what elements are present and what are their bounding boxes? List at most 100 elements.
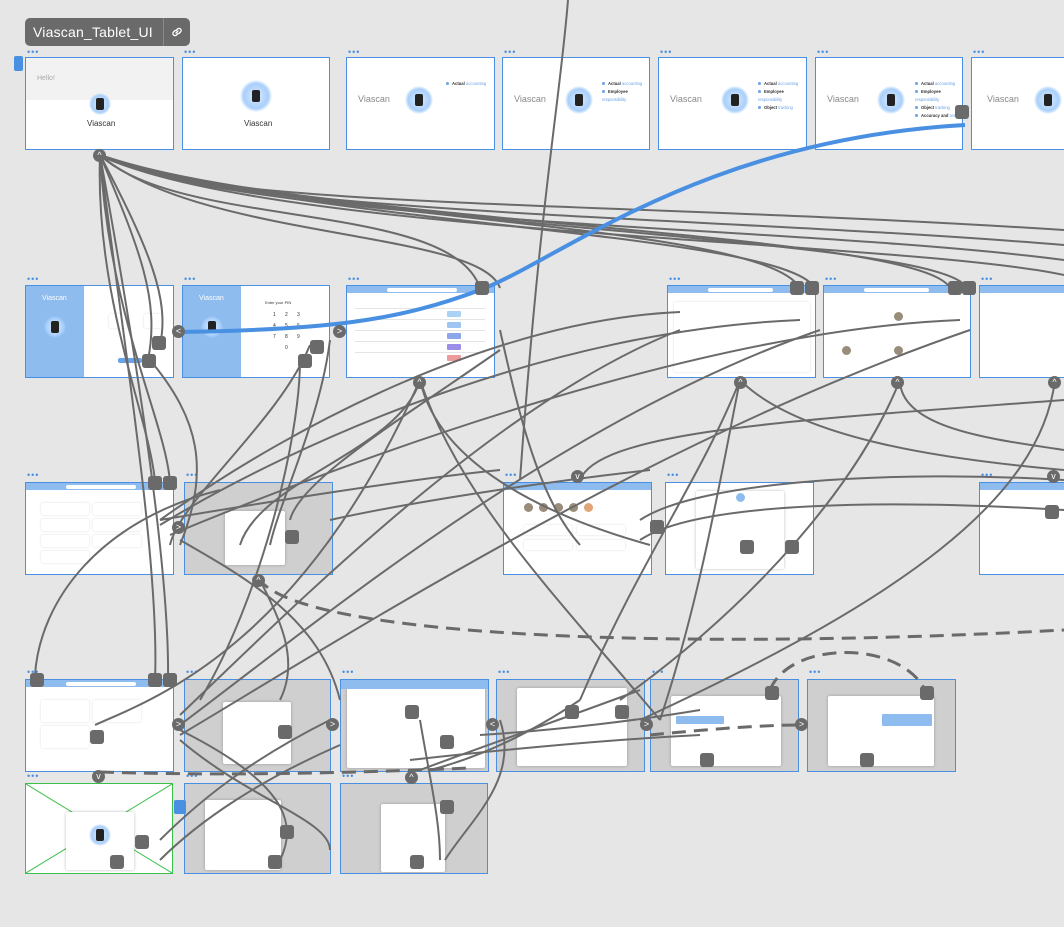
detail-panel[interactable] bbox=[696, 491, 784, 569]
link-node[interactable] bbox=[268, 855, 282, 869]
pin-key[interactable]: 7 bbox=[273, 334, 276, 340]
artboard-tasks[interactable] bbox=[25, 679, 174, 772]
artboard-person-detail[interactable] bbox=[665, 482, 814, 575]
link-node[interactable] bbox=[410, 855, 424, 869]
link-node[interactable] bbox=[765, 686, 779, 700]
link-node[interactable] bbox=[30, 673, 44, 687]
dialog[interactable] bbox=[517, 688, 627, 766]
artboard-dashboard-1[interactable] bbox=[667, 285, 816, 378]
artboard-form[interactable] bbox=[340, 679, 489, 772]
link-node[interactable] bbox=[860, 753, 874, 767]
artboard-menu-icon[interactable]: ••• bbox=[809, 667, 822, 677]
dialog[interactable] bbox=[828, 696, 934, 766]
chevron-up-icon[interactable]: ^ bbox=[405, 771, 418, 784]
option-card[interactable] bbox=[144, 314, 162, 328]
link-node[interactable] bbox=[310, 340, 324, 354]
link-node[interactable] bbox=[565, 705, 579, 719]
artboard-menu-icon[interactable]: ••• bbox=[27, 47, 40, 57]
pin-key[interactable]: 4 bbox=[273, 323, 276, 329]
link-node[interactable] bbox=[740, 540, 754, 554]
artboard-modal-overlay-2[interactable] bbox=[184, 679, 331, 772]
chevron-right-icon[interactable]: > bbox=[640, 718, 653, 731]
pin-key[interactable]: 3 bbox=[297, 312, 300, 318]
category-card[interactable] bbox=[41, 503, 89, 515]
task-card[interactable] bbox=[93, 700, 141, 722]
artboard-menu-icon[interactable]: ••• bbox=[504, 47, 517, 57]
link-node[interactable] bbox=[700, 753, 714, 767]
person-card[interactable] bbox=[524, 525, 572, 535]
task-list-card[interactable] bbox=[674, 302, 810, 372]
link-node[interactable] bbox=[615, 705, 629, 719]
artboard-menu-icon[interactable]: ••• bbox=[184, 47, 197, 57]
person-card[interactable] bbox=[577, 540, 625, 550]
chevron-up-icon[interactable]: ^ bbox=[1048, 376, 1061, 389]
dialog[interactable] bbox=[671, 696, 781, 766]
link-node[interactable] bbox=[650, 520, 664, 534]
artboard-menu-icon[interactable]: ••• bbox=[505, 470, 518, 480]
artboard-menu-icon[interactable]: ••• bbox=[660, 47, 673, 57]
artboard-menu-icon[interactable]: ••• bbox=[669, 274, 682, 284]
selected-option[interactable] bbox=[882, 714, 932, 726]
chevron-up-icon[interactable]: ^ bbox=[734, 376, 747, 389]
pin-key[interactable]: 1 bbox=[273, 312, 276, 318]
search-field[interactable] bbox=[387, 287, 457, 292]
task-card[interactable] bbox=[41, 700, 89, 722]
link-node[interactable] bbox=[148, 476, 162, 490]
artboard-menu-icon[interactable]: ••• bbox=[184, 274, 197, 284]
search-field[interactable] bbox=[66, 681, 136, 686]
start-flag-icon[interactable] bbox=[174, 800, 186, 814]
continue-button[interactable] bbox=[118, 358, 142, 363]
chevron-right-icon[interactable]: > bbox=[333, 325, 346, 338]
pin-key[interactable]: 0 bbox=[285, 345, 288, 351]
start-flag-icon[interactable] bbox=[14, 56, 23, 71]
artboard-people[interactable] bbox=[503, 482, 652, 575]
link-node[interactable] bbox=[955, 105, 969, 119]
link-node[interactable] bbox=[280, 825, 294, 839]
artboard-menu-icon[interactable]: ••• bbox=[817, 47, 830, 57]
chevron-up-icon[interactable]: ^ bbox=[891, 376, 904, 389]
chevron-up-icon[interactable]: ^ bbox=[252, 574, 265, 587]
artboard-selected[interactable] bbox=[25, 783, 173, 874]
chevron-left-icon[interactable]: < bbox=[486, 718, 499, 731]
link-node[interactable] bbox=[163, 673, 177, 687]
pin-key[interactable]: 8 bbox=[285, 334, 288, 340]
category-card[interactable] bbox=[93, 535, 141, 547]
person-card[interactable] bbox=[577, 525, 625, 535]
link-node[interactable] bbox=[152, 336, 166, 350]
chevron-left-icon[interactable]: < bbox=[172, 325, 185, 338]
link-node[interactable] bbox=[948, 281, 962, 295]
chevron-down-icon[interactable]: v bbox=[571, 470, 584, 483]
pin-key[interactable]: 2 bbox=[285, 312, 288, 318]
chevron-down-icon[interactable]: v bbox=[92, 770, 105, 783]
link-icon[interactable] bbox=[162, 18, 190, 46]
artboard-menu-icon[interactable]: ••• bbox=[981, 274, 994, 284]
link-node[interactable] bbox=[1045, 505, 1059, 519]
link-node[interactable] bbox=[785, 540, 799, 554]
selected-option[interactable] bbox=[676, 716, 724, 724]
artboard-dashboard-3[interactable] bbox=[979, 285, 1064, 378]
task-card[interactable] bbox=[41, 726, 89, 748]
link-node[interactable] bbox=[142, 354, 156, 368]
artboard-intro-5[interactable]: Viascan bbox=[971, 57, 1064, 150]
chevron-down-icon[interactable]: v bbox=[1047, 470, 1060, 483]
pin-key[interactable]: 9 bbox=[297, 334, 300, 340]
category-card[interactable] bbox=[41, 551, 89, 563]
chevron-up-icon[interactable]: ^ bbox=[413, 376, 426, 389]
link-node[interactable] bbox=[790, 281, 804, 295]
chevron-right-icon[interactable]: > bbox=[795, 718, 808, 731]
link-node[interactable] bbox=[298, 354, 312, 368]
artboard-menu-icon[interactable]: ••• bbox=[342, 771, 355, 781]
artboard-menu-icon[interactable]: ••• bbox=[652, 667, 665, 677]
artboard-menu-icon[interactable]: ••• bbox=[186, 771, 199, 781]
link-node[interactable] bbox=[148, 673, 162, 687]
link-node[interactable] bbox=[90, 730, 104, 744]
link-node[interactable] bbox=[110, 855, 124, 869]
link-node[interactable] bbox=[440, 735, 454, 749]
artboard-intro-4[interactable]: Viascan Actual accounting Employee respo… bbox=[815, 57, 963, 150]
artboard-intro-2[interactable]: Viascan Actual accounting Employee respo… bbox=[502, 57, 650, 150]
category-card[interactable] bbox=[93, 519, 141, 531]
link-node[interactable] bbox=[805, 281, 819, 295]
artboard-menu-icon[interactable]: ••• bbox=[981, 470, 994, 480]
artboard-menu-icon[interactable]: ••• bbox=[27, 771, 40, 781]
chevron-right-icon[interactable]: > bbox=[172, 521, 185, 534]
